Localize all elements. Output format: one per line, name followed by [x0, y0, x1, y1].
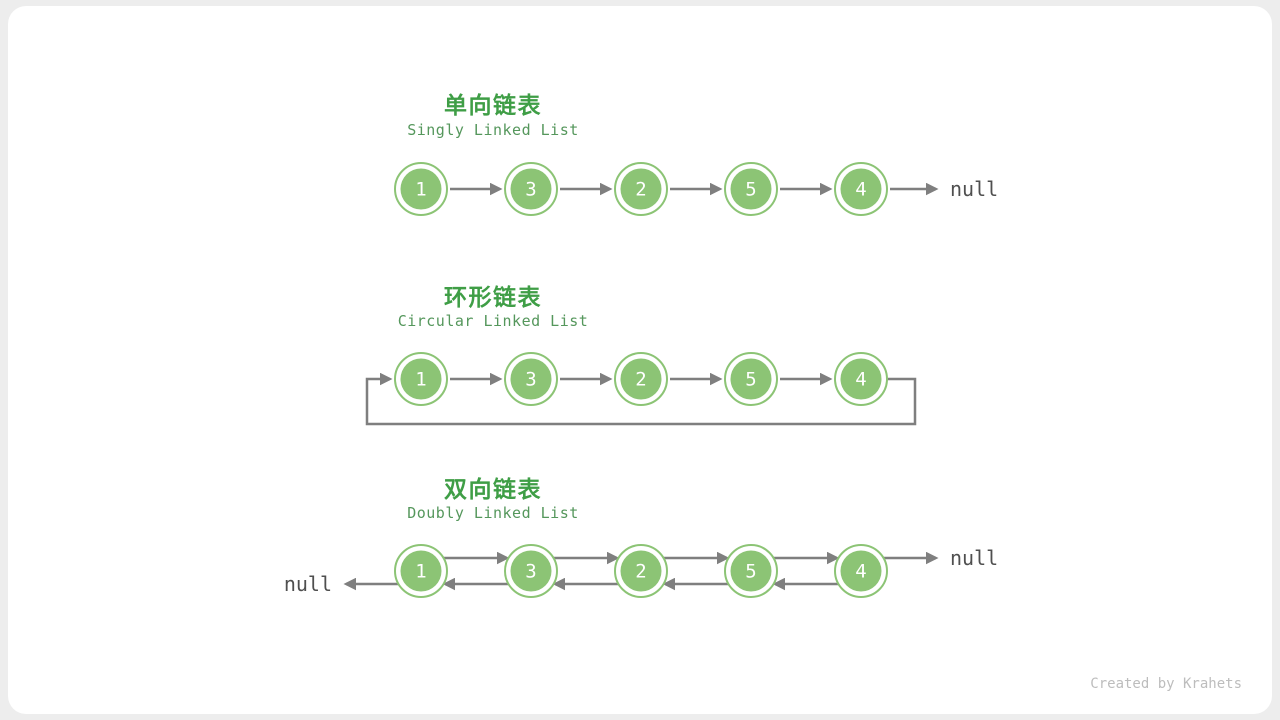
- node-circle: [730, 358, 772, 400]
- node-value: 4: [855, 561, 866, 583]
- section-title-doubly-zh: 双向链表: [444, 476, 542, 502]
- section-title-circular-en: Circular Linked List: [397, 312, 589, 330]
- node-circle: [730, 168, 772, 210]
- null-label: null: [284, 572, 332, 596]
- node-circle: [730, 550, 772, 592]
- section-title-circular-zh: 环形链表: [444, 284, 542, 310]
- null-label: null: [950, 177, 998, 201]
- node-value: 3: [525, 369, 536, 391]
- node-value: 5: [745, 369, 756, 391]
- loop-back-arrow: [365, 372, 917, 426]
- section-title-singly-en: Singly Linked List: [407, 121, 579, 139]
- node-value: 3: [525, 561, 536, 583]
- node-value: 5: [745, 179, 756, 201]
- node-value: 1: [415, 369, 426, 391]
- node-circle: [510, 358, 552, 400]
- node-circle: [400, 550, 442, 592]
- node-circle: [840, 168, 882, 210]
- node-circle: [510, 168, 552, 210]
- node-value: 4: [855, 369, 866, 391]
- node-value: 2: [635, 369, 646, 391]
- node-circle: [620, 168, 662, 210]
- node-value: 3: [525, 179, 536, 201]
- section-title-doubly-en: Doubly Linked List: [407, 504, 579, 522]
- node-value: 2: [635, 179, 646, 201]
- node-circle: [620, 358, 662, 400]
- node-value: 5: [745, 561, 756, 583]
- node-value: 4: [855, 179, 866, 201]
- null-label: null: [950, 546, 998, 570]
- node-circle: [510, 550, 552, 592]
- node-circle: [400, 168, 442, 210]
- node-circle: [840, 358, 882, 400]
- credit-text: Created by Krahets: [1090, 676, 1242, 692]
- section-title-singly-zh: 单向链表: [444, 92, 542, 118]
- node-circle: [400, 358, 442, 400]
- node-value: 2: [635, 561, 646, 583]
- node-value: 1: [415, 179, 426, 201]
- node-circle: [620, 550, 662, 592]
- node-circle: [840, 550, 882, 592]
- node-value: 1: [415, 561, 426, 583]
